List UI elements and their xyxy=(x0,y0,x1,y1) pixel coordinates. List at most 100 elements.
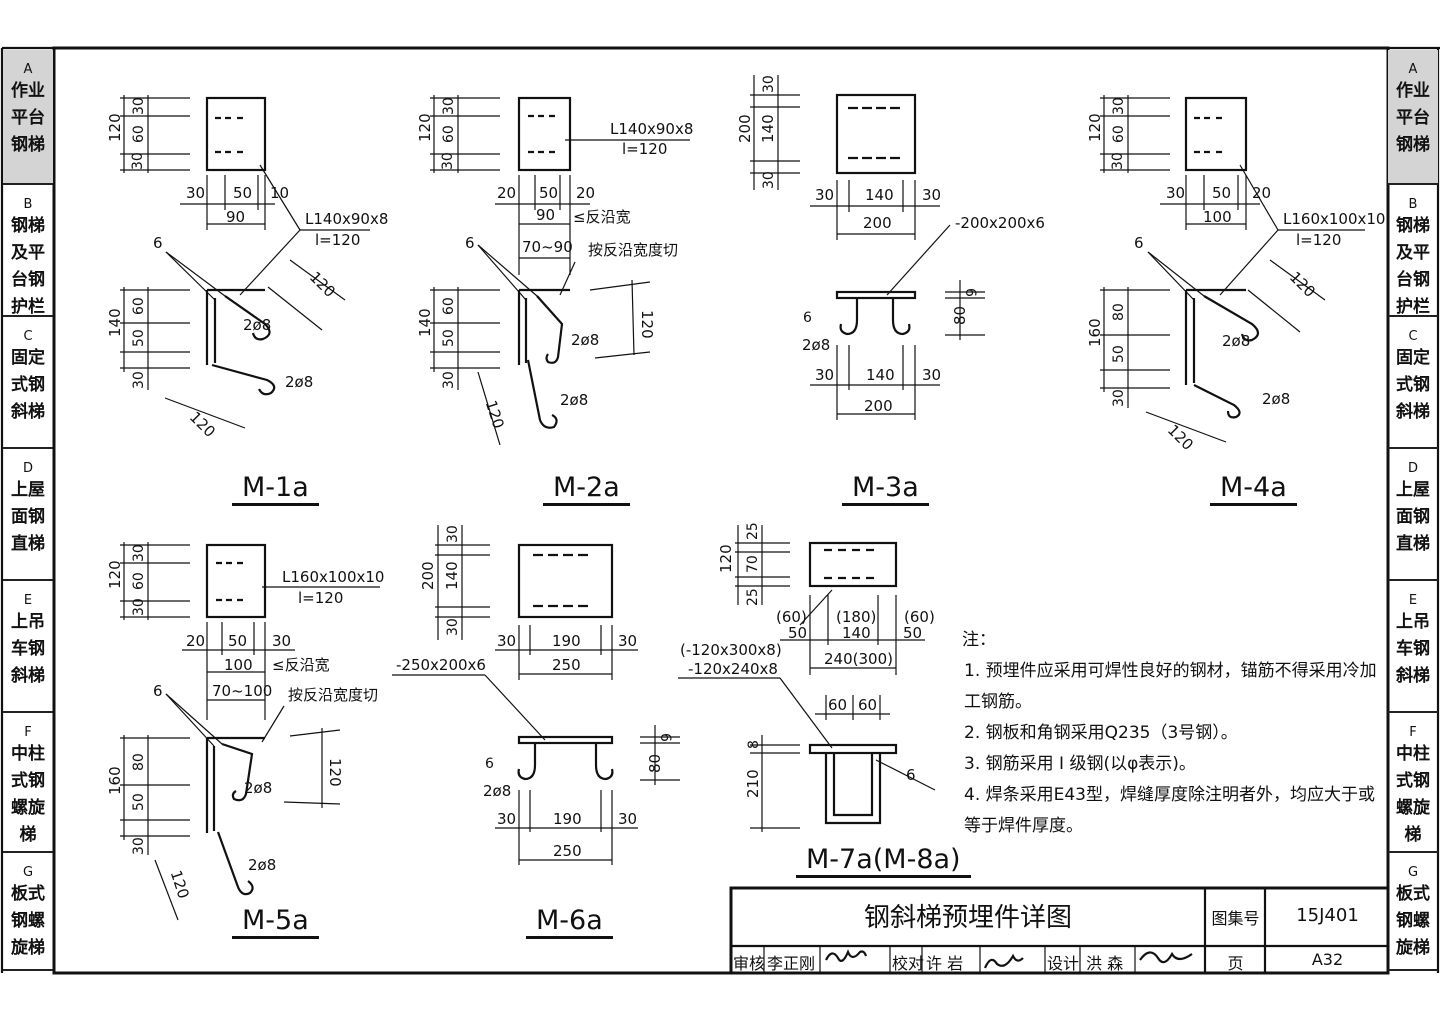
signature-checker xyxy=(983,953,1024,969)
svg-text:6: 6 xyxy=(657,733,673,742)
tab-label-line: 及平 xyxy=(1396,243,1430,263)
tab-label-line: 梯 xyxy=(1404,825,1422,845)
svg-text:120: 120 xyxy=(1164,421,1197,454)
tab-letter: G xyxy=(22,865,34,880)
svg-text:30: 30 xyxy=(445,525,461,543)
svg-text:120: 120 xyxy=(167,868,193,901)
svg-text:210: 210 xyxy=(744,769,762,798)
svg-text:80: 80 xyxy=(131,753,147,771)
tab-letter: B xyxy=(1408,197,1418,212)
svg-text:190: 190 xyxy=(552,632,581,650)
svg-text:(180): (180) xyxy=(836,608,876,626)
sheet-frame xyxy=(52,46,1390,975)
svg-text:30: 30 xyxy=(1111,389,1127,407)
svg-text:(-120x300x8): (-120x300x8) xyxy=(680,641,782,659)
tab-label-line: 式钢 xyxy=(11,771,45,791)
svg-text:140: 140 xyxy=(759,114,777,143)
svg-text:120: 120 xyxy=(416,113,434,142)
svg-text:120: 120 xyxy=(186,408,219,441)
svg-text:120: 120 xyxy=(326,758,344,787)
page-number: A32 xyxy=(1311,950,1344,969)
svg-text:25: 25 xyxy=(745,588,761,606)
svg-text:20: 20 xyxy=(576,184,595,202)
tab-label-line: 中柱 xyxy=(11,744,45,764)
svg-text:140: 140 xyxy=(416,308,434,337)
svg-text:30: 30 xyxy=(761,75,777,93)
tab-label-line: 面钢 xyxy=(11,507,45,527)
svg-text:按反沿宽度切: 按反沿宽度切 xyxy=(588,241,678,259)
svg-text:70: 70 xyxy=(745,555,761,573)
detail-title-m7a: M-7a(M-8a) xyxy=(796,845,971,878)
note-item: 1. 预埋件应采用可焊性良好的钢材，锚筋不得采用冷加工钢筋。 xyxy=(964,661,1377,712)
svg-text:20: 20 xyxy=(186,632,205,650)
tab-letter: C xyxy=(23,329,33,344)
svg-text:-120x240x8: -120x240x8 xyxy=(688,660,778,678)
svg-text:30: 30 xyxy=(922,366,941,384)
svg-text:250: 250 xyxy=(552,656,581,674)
tab-letter: B xyxy=(23,197,33,212)
svg-text:120: 120 xyxy=(106,560,124,589)
svg-text:30: 30 xyxy=(1111,97,1127,115)
svg-text:100: 100 xyxy=(224,656,253,674)
svg-text:L140x90x8: L140x90x8 xyxy=(610,120,693,138)
svg-text:6: 6 xyxy=(962,288,978,297)
svg-text:30: 30 xyxy=(131,837,147,855)
svg-text:20: 20 xyxy=(1252,184,1271,202)
notes: 注： 1. 预埋件应采用可焊性良好的钢材，锚筋不得采用冷加工钢筋。 2. 钢板和… xyxy=(962,625,1382,842)
detail-title-m3a: M-3a xyxy=(842,473,929,506)
svg-text:30: 30 xyxy=(497,632,516,650)
svg-text:50: 50 xyxy=(539,184,558,202)
svg-text:240(300): 240(300) xyxy=(824,650,893,668)
tab-label-line: 平台 xyxy=(11,108,45,128)
svg-text:6: 6 xyxy=(1134,234,1144,252)
tab-label-line: 护栏 xyxy=(1396,297,1430,317)
tab-label-line: 斜梯 xyxy=(1396,666,1430,686)
checker-name: 许 岩 xyxy=(926,954,964,973)
detail-m3a: 30 200 140 30 30 140 30 200 -200x200x6 6… xyxy=(736,75,1045,420)
svg-text:120: 120 xyxy=(1086,113,1104,142)
tab-label-line: 板式 xyxy=(11,884,45,904)
svg-text:80: 80 xyxy=(1111,303,1127,321)
svg-text:6: 6 xyxy=(906,766,916,784)
svg-text:2ø8: 2ø8 xyxy=(483,782,511,800)
svg-text:2ø8: 2ø8 xyxy=(1262,390,1290,408)
drawing-title: 钢斜梯预埋件详图 xyxy=(863,903,1072,933)
tab-label-line: 旋梯 xyxy=(1396,938,1430,958)
svg-text:20: 20 xyxy=(497,184,516,202)
tab-label-line: 中柱 xyxy=(1396,744,1430,764)
svg-text:50: 50 xyxy=(131,793,147,811)
svg-text:2ø8: 2ø8 xyxy=(248,856,276,874)
tab-letter: A xyxy=(1408,62,1418,77)
tab-label-line: 上吊 xyxy=(11,612,45,632)
tab-label-line: 钢螺 xyxy=(1396,911,1430,931)
tab-label-line: 固定 xyxy=(11,348,45,368)
detail-title-m5a: M-5a xyxy=(232,906,319,939)
note-item: 4. 焊条采用E43型，焊缝厚度除注明者外，均应大于或等于焊件厚度。 xyxy=(964,785,1375,836)
svg-text:30: 30 xyxy=(441,371,457,389)
designer-name: 洪 森 xyxy=(1086,954,1124,973)
signature-designer xyxy=(1139,951,1193,964)
svg-text:50: 50 xyxy=(131,329,147,347)
tab-label-line: 上屋 xyxy=(11,480,45,500)
svg-text:50: 50 xyxy=(233,184,252,202)
svg-text:30: 30 xyxy=(922,186,941,204)
svg-text:120: 120 xyxy=(306,268,339,301)
tab-label-line: 钢螺 xyxy=(11,911,45,931)
tab-label-line: 直梯 xyxy=(11,534,45,554)
svg-text:6: 6 xyxy=(153,682,163,700)
svg-text:50: 50 xyxy=(1111,345,1127,363)
